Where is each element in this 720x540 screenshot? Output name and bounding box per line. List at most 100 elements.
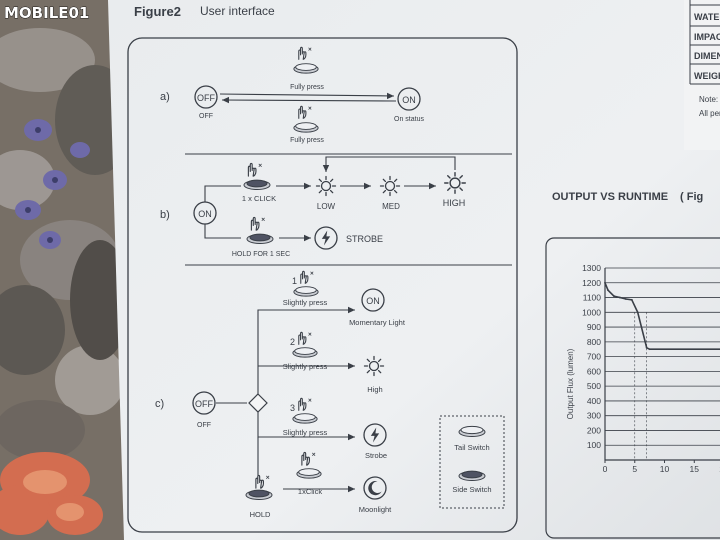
tail-switch-icon bbox=[458, 425, 486, 438]
x-tick-label: 0 bbox=[603, 464, 608, 474]
data-point bbox=[607, 289, 609, 292]
chart-title-suffix: ( Fig bbox=[680, 191, 703, 203]
chart-ticks: 1300120011001000900800700600500400300200… bbox=[582, 263, 720, 474]
output-runtime-chart: OUTPUT VS RUNTIME ( Fig Output Flux (lum… bbox=[545, 191, 720, 539]
data-point bbox=[624, 298, 627, 300]
y-tick-label: 300 bbox=[587, 411, 601, 421]
low-label: LOW bbox=[317, 202, 336, 211]
off-circle bbox=[194, 85, 218, 109]
diagram-frame bbox=[127, 37, 518, 533]
data-point bbox=[645, 346, 648, 349]
tail-switch-icon bbox=[292, 413, 318, 424]
on-circle-text: ON bbox=[366, 296, 380, 306]
cycle-back-arrow bbox=[322, 156, 456, 172]
data-point bbox=[604, 281, 606, 284]
y-tick-label: 700 bbox=[587, 352, 601, 362]
paper-sheet bbox=[108, 0, 720, 540]
y-tick-label: 1000 bbox=[582, 307, 601, 317]
table-cell: WEIGH bbox=[694, 71, 720, 81]
off-caption: OFF bbox=[197, 422, 211, 429]
off-circle-text: OFF bbox=[195, 399, 213, 409]
spec-table: WATER IMPAC DIMEN WEIGH bbox=[689, 0, 720, 85]
table-cell: IMPAC bbox=[694, 32, 720, 42]
hold-label: HOLD FOR 1 SEC bbox=[232, 251, 290, 258]
y-tick-label: 1200 bbox=[582, 278, 601, 288]
data-point bbox=[618, 296, 621, 299]
slightly-press-label: Slightly press bbox=[283, 428, 328, 437]
on-caption: On status bbox=[394, 116, 424, 123]
data-point bbox=[613, 295, 615, 297]
y-tick-label: 200 bbox=[587, 425, 601, 435]
tail-switch-icon bbox=[296, 468, 322, 479]
chart-title: OUTPUT VS RUNTIME bbox=[552, 191, 668, 203]
section-b-label: b) bbox=[160, 209, 170, 221]
slightly-press-label: Slightly press bbox=[283, 298, 328, 307]
moonlight-label: Moonlight bbox=[359, 505, 392, 514]
tail-switch-icon bbox=[293, 122, 319, 133]
strobe-label: STROBE bbox=[346, 234, 383, 244]
tail-switch-icon bbox=[293, 63, 319, 74]
series-points bbox=[604, 281, 651, 351]
hold-label: HOLD bbox=[250, 510, 271, 519]
momentary-light-label: Momentary Light bbox=[349, 318, 406, 327]
switch-legend: Tail Switch Side Switch bbox=[439, 415, 505, 509]
watermark: MOBILE01 bbox=[4, 4, 89, 22]
click-label: 1xClick bbox=[298, 487, 322, 496]
off-caption: OFF bbox=[199, 113, 213, 120]
step-number: 2 bbox=[290, 337, 295, 347]
tail-switch-label: Tail Switch bbox=[454, 443, 489, 452]
side-switch-icon bbox=[458, 470, 486, 482]
high-mode-label: High bbox=[367, 385, 382, 394]
y-tick-label: 100 bbox=[587, 440, 601, 450]
y-tick-label: 600 bbox=[587, 366, 601, 376]
section-b: b) ON 1 x CLICK LOW MED HIGH HOLD FOR 1 … bbox=[160, 156, 466, 258]
section-c: c) OFF OFF 1 Slightly press ON Momentary… bbox=[155, 270, 406, 519]
section-c-label: c) bbox=[155, 398, 164, 410]
arrow-on-to-off bbox=[221, 96, 397, 104]
arrow-off-to-on bbox=[219, 92, 395, 100]
tail-switch-icon bbox=[293, 286, 319, 297]
on-circle-text: ON bbox=[198, 209, 212, 219]
side-switch-icon bbox=[245, 489, 273, 500]
y-tick-label: 800 bbox=[587, 337, 601, 347]
side-switch-label: Side Switch bbox=[452, 485, 491, 494]
y-tick-label: 1100 bbox=[583, 293, 602, 303]
high-label: HIGH bbox=[443, 198, 466, 208]
figure-number: Figure2 bbox=[134, 4, 181, 19]
chart-frame bbox=[545, 237, 720, 539]
series-line bbox=[604, 282, 720, 350]
slightly-press-label: Slightly press bbox=[283, 362, 328, 371]
section-a: a) OFF OFF ON On status Fully press Full… bbox=[160, 46, 424, 144]
x-tick-label: 15 bbox=[690, 464, 700, 474]
on-circle bbox=[397, 87, 421, 111]
y-tick-label: 1300 bbox=[582, 263, 601, 273]
data-point bbox=[630, 298, 633, 301]
table-cell: DIMEN bbox=[694, 51, 720, 61]
step-number: 1 bbox=[292, 276, 297, 286]
side-switch-icon bbox=[246, 233, 274, 244]
note-line: Note: fi bbox=[699, 95, 720, 104]
figure-caption: User interface bbox=[200, 4, 275, 18]
strobe-mode-label: Strobe bbox=[365, 451, 387, 460]
off-circle bbox=[192, 391, 216, 415]
fully-press-label: Fully press bbox=[290, 84, 324, 91]
on-circle-text: ON bbox=[402, 95, 416, 105]
data-point bbox=[636, 311, 639, 314]
section-a-label: a) bbox=[160, 91, 170, 103]
click-label: 1 x CLICK bbox=[242, 194, 276, 203]
y-tick-label: 900 bbox=[587, 322, 601, 332]
x-tick-label: 10 bbox=[660, 464, 670, 474]
table-cell: WATER bbox=[694, 12, 720, 22]
data-point bbox=[648, 348, 651, 351]
y-axis-label: Output Flux (lumen) bbox=[566, 348, 575, 419]
step-number: 3 bbox=[290, 403, 295, 413]
tail-switch-icon bbox=[292, 347, 318, 358]
off-circle-text: OFF bbox=[197, 93, 215, 103]
note-line: All per bbox=[699, 109, 720, 118]
med-label: MED bbox=[382, 202, 400, 211]
x-tick-label: 5 bbox=[632, 464, 637, 474]
side-switch-icon bbox=[243, 179, 271, 190]
y-tick-label: 500 bbox=[587, 381, 601, 391]
fully-press-label: Fully press bbox=[290, 137, 324, 144]
